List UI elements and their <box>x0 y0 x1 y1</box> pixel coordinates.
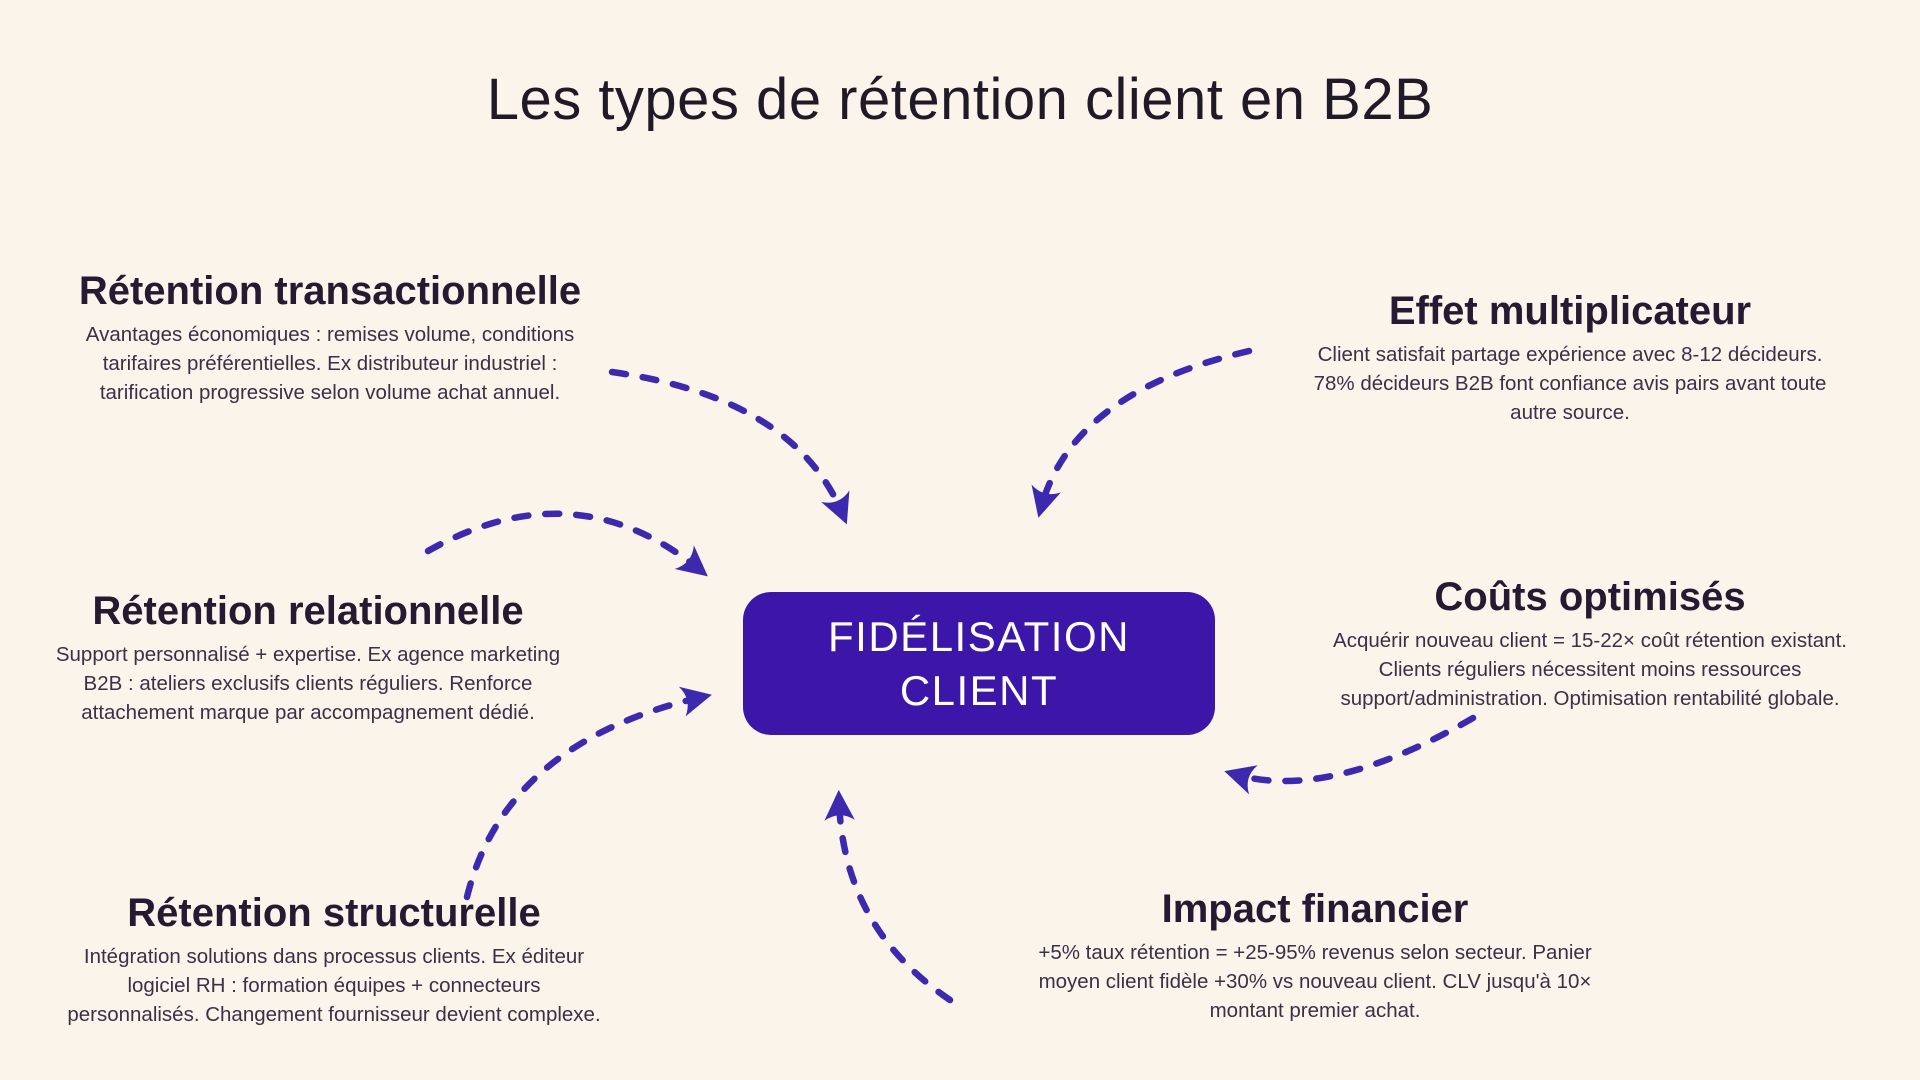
section-body: Client satisfait partage expérience avec… <box>1313 343 1827 424</box>
arrow-structurelle-to-center <box>463 686 712 901</box>
section-body: Acquérir nouveau client = 15-22× coût ré… <box>1333 629 1847 710</box>
arrow-couts-to-center <box>1224 714 1477 795</box>
section-retention-transactionnelle: Rétention transactionnelle Avantages éco… <box>30 268 630 407</box>
section-body: Avantages économiques : remises volume, … <box>85 323 575 404</box>
center-box-label-line2: CLIENT <box>899 666 1059 714</box>
fidelisation-client-box: FIDÉLISATION CLIENT <box>743 592 1215 735</box>
section-heading: Rétention structurelle <box>127 891 541 935</box>
section-body: Intégration solutions dans processus cli… <box>67 945 601 1026</box>
section-body: Support personnalisé + expertise. Ex age… <box>55 643 561 724</box>
page-title: Les types de rétention client en B2B <box>486 67 1434 132</box>
section-heading: Coûts optimisés <box>1434 575 1746 619</box>
arrow-financier-to-center <box>824 789 954 1004</box>
arrow-multiplicateur-to-center <box>1031 347 1253 518</box>
section-heading: Effet multiplicateur <box>1388 289 1752 333</box>
section-heading: Impact financier <box>1161 887 1469 931</box>
section-effet-multiplicateur: Effet multiplicateur Client satisfait pa… <box>1270 288 1870 427</box>
section-heading: Rétention relationnelle <box>92 589 524 633</box>
section-retention-structurelle: Rétention structurelle Intégration solut… <box>34 890 634 1029</box>
section-impact-financier: Impact financier +5% taux rétention = +2… <box>995 886 1635 1025</box>
section-couts-optimises: Coûts optimisés Acquérir nouveau client … <box>1284 574 1896 713</box>
arrow-relationnelle-to-center <box>424 510 708 577</box>
section-heading: Rétention transactionnelle <box>78 269 582 313</box>
section-retention-relationnelle: Rétention relationnelle Support personna… <box>8 588 608 727</box>
arrow-transactionnelle-to-center <box>608 368 850 525</box>
section-body: +5% taux rétention = +25-95% revenus sel… <box>1038 941 1592 1022</box>
center-box-label-line1: FIDÉLISATION <box>828 612 1130 660</box>
